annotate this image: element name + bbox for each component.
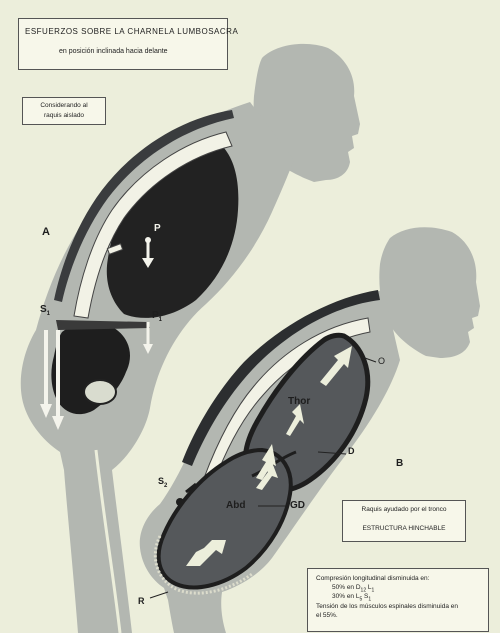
label-thor: Thor [288, 396, 311, 407]
figure-a-caption-line1: Considerando al [40, 102, 88, 109]
diagram-subtitle: en posición inclinada hacia delante [59, 48, 168, 55]
title-box: ESFUERZOS SOBRE LA CHARNELA LUMBOSACRA e… [18, 18, 238, 70]
diagram-title: ESFUERZOS SOBRE LA CHARNELA LUMBOSACRA [25, 27, 239, 36]
figure-a-caption-line2: raquis aislado [43, 112, 85, 119]
label-p: P [154, 223, 161, 234]
abdominal-bag [156, 447, 293, 590]
info-line2: 50% en D12 L1 [332, 584, 375, 594]
figure-a-spine [73, 131, 233, 319]
figure-b-head [379, 227, 480, 358]
label-s1: S1 [40, 304, 51, 317]
label-o: O [378, 356, 386, 366]
label-p1: P1 [152, 310, 163, 323]
figure-b-caption: Raquis ayudado por el tronco ESTRUCTURA … [342, 500, 466, 542]
figure-b-caption-line1: Raquis ayudado por el tronco [361, 506, 447, 513]
figure-a-body [20, 43, 360, 633]
label-s2: S2 [158, 476, 168, 489]
label-gd: GD [290, 500, 305, 511]
info-line4: Tensión de los músculos espinales dismin… [316, 603, 458, 610]
label-r: R [138, 596, 145, 606]
info-line1: Compresión longitudinal disminuida en: [316, 575, 430, 582]
info-line5: el 55%. [316, 612, 338, 619]
figure-b-body [139, 227, 480, 633]
figure-a-caption: Considerando al raquis aislado [22, 97, 106, 125]
label-abd: Abd [226, 500, 246, 511]
figure-b-caption-line2: ESTRUCTURA HINCHABLE [362, 525, 446, 532]
label-d: D [348, 446, 355, 456]
info-line3: 30% en L5 S1 [332, 593, 372, 603]
figure-b-letter: B [396, 458, 404, 469]
info-box: Compresión longitudinal disminuida en: 5… [307, 568, 489, 632]
figure-a-letter: A [42, 226, 50, 238]
